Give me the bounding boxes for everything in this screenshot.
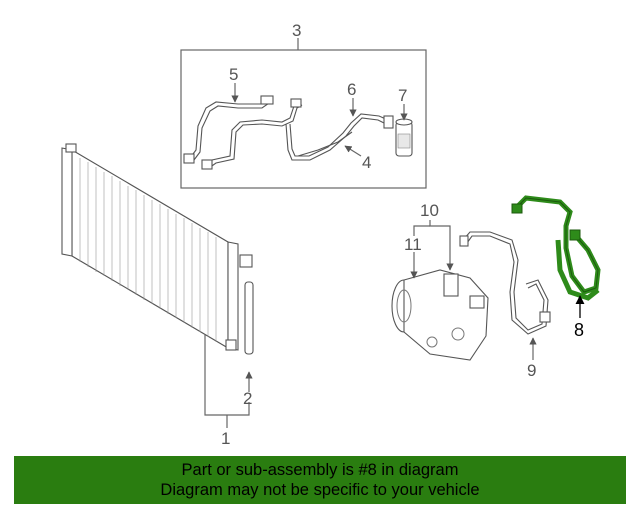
callout-1: 1 [221,429,230,448]
parts-diagram: 1 2 3 4 5 6 7 8 9 10 11 [61,21,601,448]
callout-9: 9 [527,361,536,380]
suction-hose [459,231,551,335]
discharge-hose-part-8 [511,195,601,301]
hose-assembly-box [180,38,427,189]
banner-line-2: Diagram may not be specific to your vehi… [160,481,480,499]
callout-8: 8 [574,320,584,340]
compressor [391,269,489,361]
part-2-rod [244,281,254,355]
callout-4: 4 [362,153,371,172]
callout-2: 2 [243,389,252,408]
banner-line-1: Part or sub-assembly is #8 in diagram [181,461,459,479]
callout-11: 11 [404,235,422,254]
ac-line-group [183,95,413,170]
receiver-drier [395,118,413,157]
callout-3: 3 [292,21,301,40]
callout-7: 7 [398,86,407,105]
callout-6: 6 [347,80,356,99]
info-banner: Part or sub-assembly is #8 in diagram Di… [14,456,626,504]
condenser [61,143,253,351]
callout-5: 5 [229,65,238,84]
callout-10: 10 [420,201,439,220]
